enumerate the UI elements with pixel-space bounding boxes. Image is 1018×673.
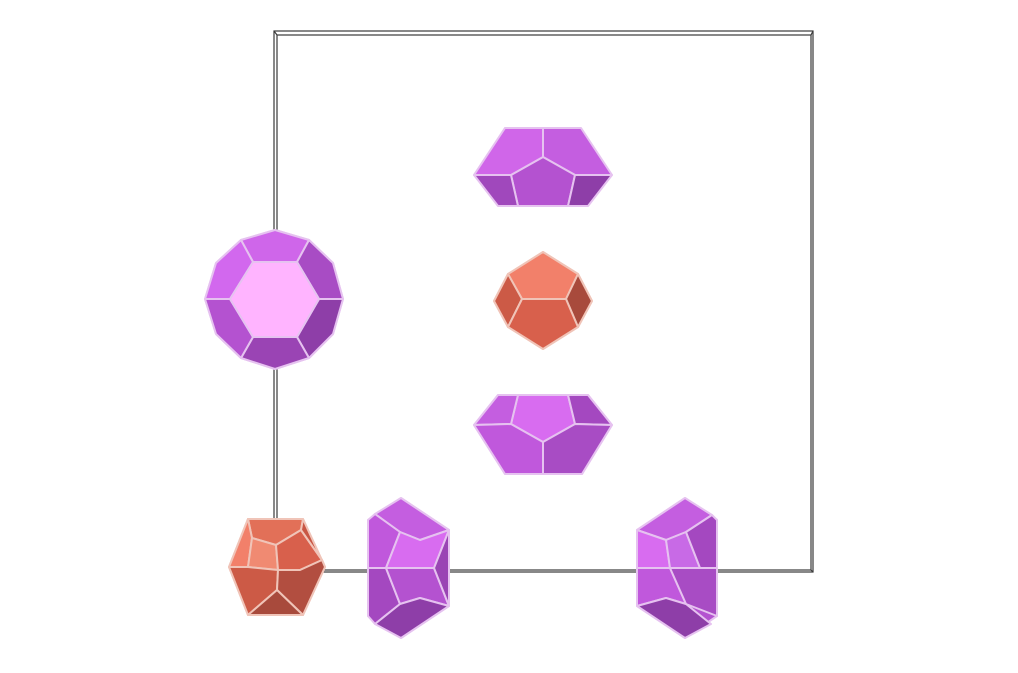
polyhedron-center-orange <box>493 251 593 350</box>
polyhedron-top-center <box>473 127 613 207</box>
polyhedron-bottom-left-magenta <box>367 497 450 639</box>
unit-cell-edge <box>810 569 814 573</box>
unit-cell-edge <box>810 30 814 36</box>
unit-cell-edge <box>273 30 278 36</box>
polyhedron-bottom-left-orange <box>228 518 326 616</box>
polyhedron-mid-center <box>473 394 613 475</box>
polyhedron-bottom-right-magenta <box>636 497 718 639</box>
polyhedron-left-large <box>204 229 344 370</box>
